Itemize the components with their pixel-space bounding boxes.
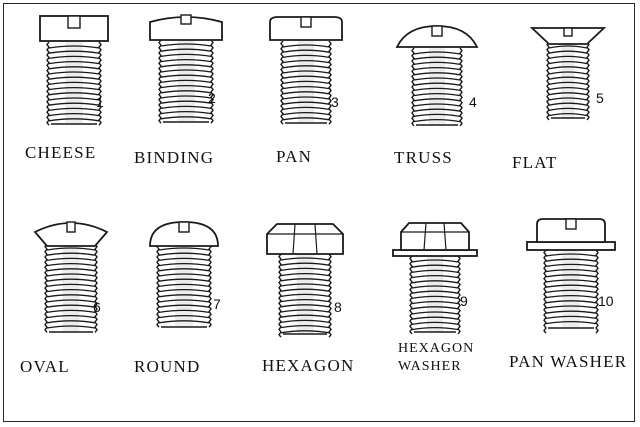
screw-number-1: 1 [96,94,104,110]
screw-label-pan: PAN [276,147,313,166]
screw-panwasher-head [526,218,616,251]
screw-number-9: 9 [460,293,468,309]
screw-label-hexagon: HEXAGON [262,356,355,375]
screw-round-head [149,221,219,247]
screw-number-4: 4 [469,94,477,110]
screw-label-hexagon-washer: HEXAGON WASHER [398,340,474,376]
screw-number-10: 10 [598,293,614,309]
screw-label-oval: OVAL [20,357,70,376]
screw-binding-head [149,14,223,41]
screw-hexwasher-head [392,222,478,257]
screw-truss-head [395,25,479,48]
screw-hexagon-head [266,223,344,255]
screw-number-6: 6 [93,299,101,315]
screw-label-pan-washer: PAN WASHER [509,352,628,371]
screw-pan-head [269,16,343,41]
screw-oval-head [33,221,109,247]
screw-label-round: ROUND [134,357,201,376]
screw-binding-drawing [149,14,223,124]
screw-hexagon-drawing [266,223,344,338]
screw-label-truss: TRUSS [394,148,453,167]
screw-number-5: 5 [596,90,604,106]
screw-oval-drawing [33,221,109,333]
label-line-2: WASHER [398,359,462,374]
screw-cheese-drawing [39,15,109,126]
screw-label-flat: FLAT [512,153,558,172]
screw-label-binding: BINDING [134,148,215,167]
screw-panwasher-drawing [526,218,616,334]
screw-number-3: 3 [331,94,339,110]
screw-label-cheese: CHEESE [25,143,97,162]
screw-number-2: 2 [208,90,216,106]
screw-hexwasher-drawing [392,222,478,335]
screw-number-8: 8 [334,299,342,315]
screw-flat-head [529,27,607,45]
screw-flat-drawing [529,27,607,121]
diagram-frame [3,3,635,422]
screw-cheese-head [39,15,109,42]
screw-truss-drawing [395,25,479,127]
label-line-1: HEXAGON [398,341,475,356]
screw-pan-drawing [269,16,343,125]
screw-round-drawing [149,221,219,328]
screw-number-7: 7 [213,296,221,312]
